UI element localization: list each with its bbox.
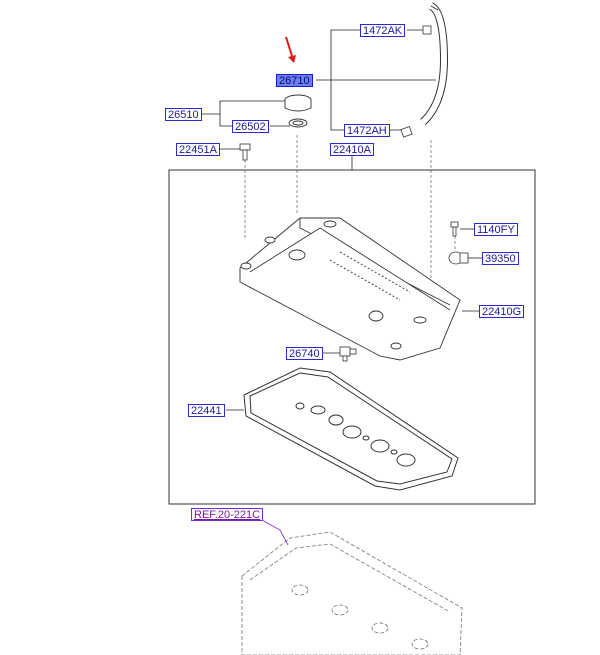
ref-label[interactable]: REF.20-221C — [191, 508, 264, 521]
leader-lines — [200, 29, 482, 411]
pcv-valve-icon — [339, 346, 357, 362]
part-label-26740[interactable]: 26740 — [286, 347, 323, 360]
part-label-26510[interactable]: 26510 — [165, 108, 202, 121]
part-label-22451A[interactable]: 22451A — [176, 143, 220, 156]
ref-leader — [261, 519, 289, 546]
part-label-39350[interactable]: 39350 — [482, 252, 519, 265]
bolt-small-icon — [450, 221, 459, 237]
part-label-22410G[interactable]: 22410G — [479, 305, 525, 318]
red-arrow-icon — [285, 36, 296, 63]
cylinder-head-icon — [241, 531, 463, 655]
bolt-icon — [239, 143, 251, 161]
part-label-1472AH[interactable]: 1472AH — [344, 124, 390, 137]
gasket-icon — [243, 367, 459, 491]
oil-cap-icon — [284, 94, 312, 128]
hose-clamp-icon — [400, 25, 432, 138]
part-label-26502[interactable]: 26502 — [232, 120, 269, 133]
breather-hose — [420, 2, 449, 125]
part-label-26710[interactable]: 26710 — [276, 74, 313, 87]
assembly-box — [168, 169, 536, 505]
valve-cover-icon — [239, 217, 461, 361]
part-label-1140FY[interactable]: 1140FY — [474, 223, 518, 236]
part-label-22410A[interactable]: 22410A — [330, 143, 374, 156]
sensor-icon — [448, 251, 469, 265]
part-label-1472AK[interactable]: 1472AK — [360, 24, 406, 37]
part-label-22441[interactable]: 22441 — [188, 404, 225, 417]
dashed-guides — [244, 135, 456, 285]
